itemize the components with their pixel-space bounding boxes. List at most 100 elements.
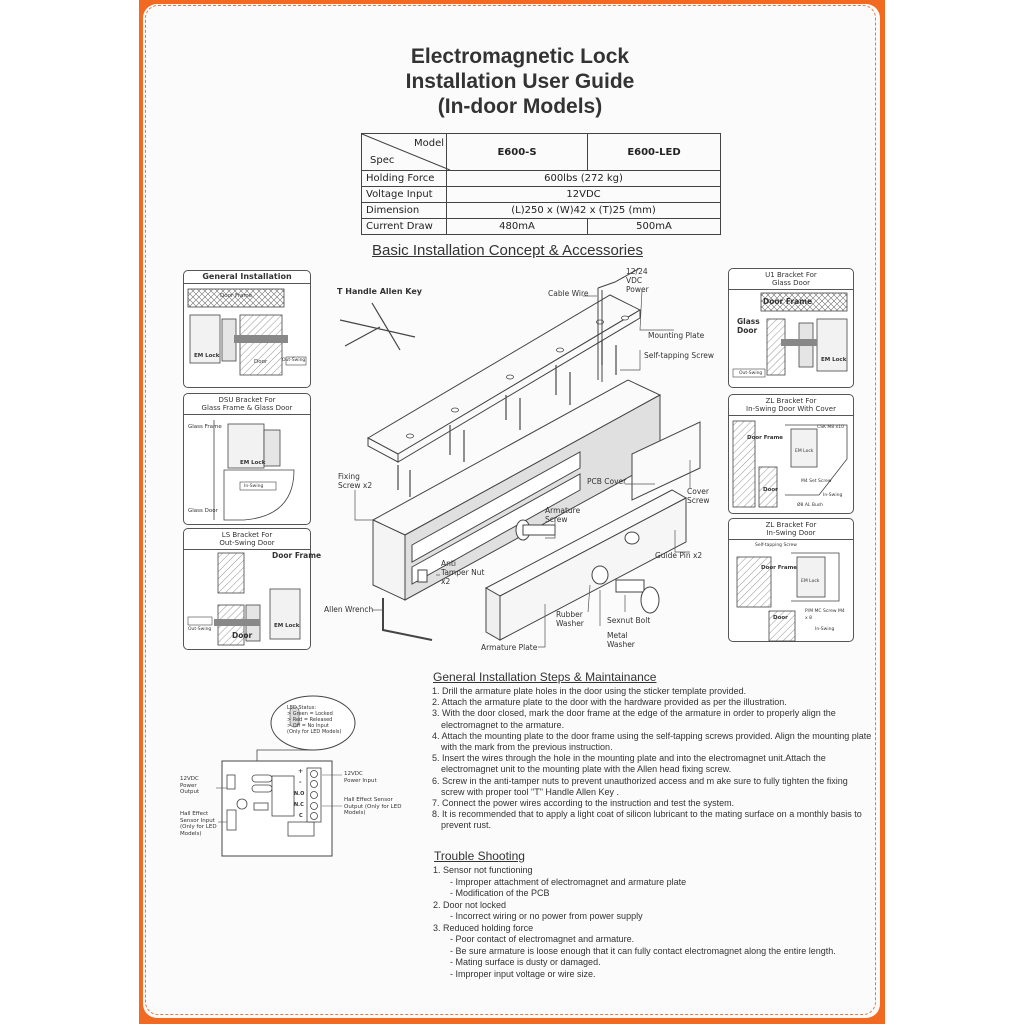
label-em-lock: EM Lock bbox=[795, 449, 814, 454]
label-door-frame: Door Frame bbox=[761, 565, 798, 571]
label-armature-plate: Armature Plate bbox=[481, 643, 538, 652]
label-rubber-washer: Rubber Washer bbox=[556, 610, 584, 628]
row-label: Current Draw bbox=[361, 218, 447, 235]
label-glass-door: Glass Door bbox=[188, 508, 218, 514]
trouble-cause: - Improper attachment of electromagnet a… bbox=[450, 876, 687, 887]
label-anti-tamper-nut: Anti Tamper Nut x2 bbox=[441, 559, 485, 586]
terminal-minus: - bbox=[299, 779, 302, 786]
trouble-cause: - Be sure armature is loose enough that … bbox=[450, 945, 836, 956]
label-power: 12/24 VDC Power bbox=[626, 267, 649, 294]
label-al-bush: Ø8 AL Bush bbox=[797, 503, 823, 508]
label-in-swing: In-Swing bbox=[244, 484, 264, 489]
section-heading-steps: General Installation Steps & Maintainanc… bbox=[433, 670, 657, 684]
step-item: 7. Connect the power wires according to … bbox=[432, 798, 735, 809]
label-in-swing: In-Swing bbox=[823, 493, 843, 498]
zl-bracket-illustration bbox=[736, 552, 840, 642]
installation-steps: 1. Drill the armature plate holes in the… bbox=[432, 686, 872, 832]
label-t-handle-allen-key: T Handle Allen Key bbox=[337, 287, 422, 296]
terminal-plus: + bbox=[298, 768, 304, 775]
row-label: Holding Force bbox=[361, 170, 447, 187]
label-metal-washer: Metal Washer bbox=[607, 631, 635, 649]
row-label: Voltage Input bbox=[361, 186, 447, 203]
step-item: 1. Drill the armature plate holes in the… bbox=[432, 686, 747, 696]
section-heading-concept: Basic Installation Concept & Accessories bbox=[372, 242, 643, 259]
label-power-output: 12VDC Power Output bbox=[180, 776, 200, 795]
u1-bracket-illustration bbox=[732, 292, 848, 378]
header-spec: Spec bbox=[370, 155, 395, 166]
label-allen-wrench: Allen Wrench bbox=[324, 605, 374, 614]
trouble-cause: - Mating surface is dusty or damaged. bbox=[450, 957, 601, 967]
label-em-lock: EM Lock bbox=[821, 357, 847, 363]
label-self-tapping: Self-tapping Screw bbox=[755, 543, 797, 548]
title-line: ZL Bracket For bbox=[765, 397, 817, 405]
step-item: 4. Attach the mounting plate to the door… bbox=[432, 730, 872, 753]
terminal-no: N.O bbox=[294, 791, 305, 797]
diagonal-header-cell: Model Spec bbox=[361, 133, 451, 171]
title-line: U1 Bracket For bbox=[765, 271, 817, 279]
section-heading-trouble: Trouble Shooting bbox=[434, 849, 525, 863]
title-line-2: Installation User Guide bbox=[405, 70, 635, 93]
title-line-1: Electromagnetic Lock bbox=[410, 45, 630, 68]
terminal-c: C bbox=[299, 813, 303, 819]
label-in-swing: In-Swing bbox=[815, 627, 835, 632]
ls-bracket-illustration bbox=[187, 552, 301, 646]
title-line-3: (In-door Models) bbox=[437, 95, 603, 118]
label-out-swing: Out-Swing bbox=[282, 358, 306, 363]
label-glass-door: Glass Door bbox=[737, 317, 760, 335]
led-status-title: LED Status: bbox=[287, 705, 317, 711]
trouble-issue: 1. Sensor not functioning bbox=[433, 865, 533, 875]
label-fixing-screw: Fixing Screw x2 bbox=[338, 472, 373, 490]
title-line: ZL Bracket For bbox=[765, 521, 817, 529]
label-mounting-plate: Mounting Plate bbox=[648, 331, 705, 340]
label-door: Door bbox=[773, 615, 788, 621]
column-e600-s: E600-S bbox=[446, 133, 588, 171]
label-cover-screw: Cover Screw bbox=[687, 487, 710, 505]
document-title: Electromagnetic Lock Installation User G… bbox=[350, 44, 690, 119]
label-door-frame: Door Frame bbox=[763, 297, 813, 306]
title-line: Glass Frame & Glass Door bbox=[201, 404, 293, 412]
row-value: 12VDC bbox=[446, 186, 721, 203]
panel-title: General Installation bbox=[184, 271, 310, 284]
trouble-cause: - Incorrect wiring or no power from powe… bbox=[450, 911, 643, 921]
header-model: Model bbox=[413, 138, 444, 149]
title-line: LS Bracket For bbox=[221, 531, 273, 539]
label-door: Door bbox=[254, 359, 268, 365]
label-out-swing: Out-Swing bbox=[739, 371, 763, 376]
label-mc-screw: P/M MC Screw M4 x 8 bbox=[805, 609, 845, 621]
led-status-callout: LED Status: > Green = Locked > Red = Rel… bbox=[287, 705, 341, 735]
label-pcb-cover: PCB Cover bbox=[587, 477, 627, 486]
title-line: In-Swing Door With Cover bbox=[746, 405, 836, 413]
label-power-input: 12VDC Power Input bbox=[344, 771, 377, 784]
label-m4-set-screw: M4 Set Screw bbox=[801, 479, 832, 484]
dsu-bracket-illustration bbox=[213, 420, 295, 521]
led-status-line: > Green = Locked bbox=[287, 711, 333, 717]
spec-row: Dimension(L)250 x (W)42 x (T)25 (mm) bbox=[361, 202, 721, 219]
label-guide-pin: Guide Pin x2 bbox=[655, 551, 703, 560]
trouble-cause: - Poor contact of electromagnet and arma… bbox=[450, 934, 635, 944]
spec-table: Model Spec E600-S E600-LED Holding Force… bbox=[361, 133, 721, 235]
label-hall-input: Hall Effect Sensor Input (Only for LED M… bbox=[180, 811, 217, 837]
terminal-nc: N.C bbox=[294, 802, 304, 808]
label-glass-frame: Glass Frame bbox=[188, 424, 222, 430]
trouble-cause: - Modification of the PCB bbox=[450, 888, 550, 898]
label-em-lock: EM Lock bbox=[194, 353, 220, 359]
trouble-issue: 2. Door not locked bbox=[433, 899, 507, 910]
step-item: 6. Screw in the anti-tamper nuts to prev… bbox=[432, 775, 848, 797]
label-em-lock: EM Lock bbox=[240, 460, 266, 466]
general-installation-illustration bbox=[187, 288, 307, 376]
title-line: DSU Bracket For bbox=[218, 396, 276, 404]
label-out-swing: Out-Swing bbox=[188, 627, 212, 632]
title-line: In-Swing Door bbox=[766, 529, 816, 537]
label-em-lock: EM Lock bbox=[274, 623, 300, 629]
